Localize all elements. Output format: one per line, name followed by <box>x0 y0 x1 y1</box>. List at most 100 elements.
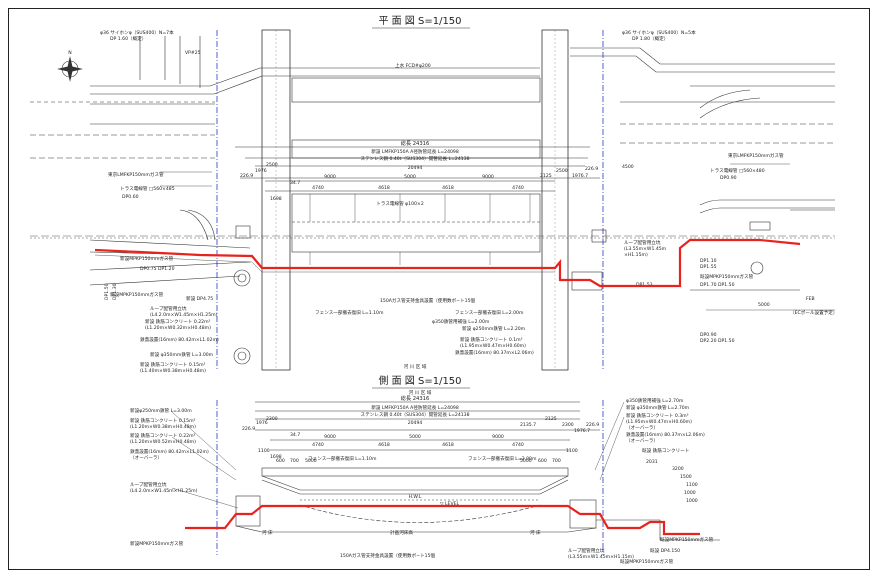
right-pier <box>541 29 569 371</box>
plan-deck-ticks <box>309 194 531 265</box>
right-dp-0: DP1.10 <box>700 258 717 264</box>
plan-span-20494: 20494 <box>408 165 423 171</box>
callout-right-5: ×H1.15m) <box>624 252 648 258</box>
left-note-5: (L1.20m×W0.32m×H0.48m) <box>145 325 211 331</box>
side-dim-left-2: 2300 <box>266 416 278 422</box>
side-main-pipe-label: 新設 LMFKP150A A径防管延長 L=24098 <box>371 404 459 411</box>
side-span-a: 9000 <box>324 434 336 440</box>
side-right-pit-0: ループ配管用立坑 <box>568 547 605 554</box>
plan-dimension-lines <box>235 146 600 192</box>
side-fence-left: フェンス一部撤去復旧 L=1.10m <box>308 455 377 462</box>
right-dim-4500: 4500 <box>622 164 634 170</box>
side-right-note-6: （オーバーラ） <box>626 438 658 444</box>
plan-fcd-pipe: 上水 FCD#φ200 <box>395 62 431 69</box>
left-note-4: 新設 鉄筋コンクリート 0.22m³ <box>145 318 211 325</box>
side-view: 側 面 図 S=1/150 河 川 区 域 総長 24316 新設 LMFKP1… <box>130 374 720 565</box>
side-left-pit-1: (L4.2.0m×W1.45m×H1.25m) <box>130 488 198 494</box>
side-right-dp: 既設 DP4.150 <box>650 547 680 554</box>
side-dim-left-3: 1698 <box>270 454 282 460</box>
side-left-note-2: (L1.20m×W0.38m×H0.48m) <box>130 424 196 430</box>
side-dimension-lines <box>255 401 600 451</box>
side-right-note-4: （オーバーラ） <box>626 425 658 431</box>
side-dim-left-4: 34.7 <box>290 432 300 438</box>
right-note-3: (L1.95m×W0.47m×H0.60m) <box>460 343 526 349</box>
side-left-notes: 新設φ250mm鉄管 L=3.00m 新設 鉄筋コンクリート 0.15m³ (L… <box>130 407 239 547</box>
side-span-2: 4618 <box>378 442 390 448</box>
section-lines-blue <box>216 30 604 370</box>
plan-fence-left: フェンス一部撤去復旧 L=1.10m <box>315 309 384 316</box>
right-note-0: φ350鉄管用補強 L=2.00m <box>432 318 490 325</box>
road-lines-upper-right <box>570 47 835 144</box>
side-right-dim-2: 1500 <box>680 474 692 480</box>
side-small-left-0: 1100 <box>258 448 270 454</box>
callout-left-0: 東京LMFKP150mmガス管 <box>108 171 164 178</box>
callout-left-4: DP0.75 DP1.20 <box>140 266 175 272</box>
side-left-note-0: 新設φ250mm鉄管 L=3.00m <box>130 407 192 414</box>
side-right-note-3: (L1.95m×W0.47m×H0.60m) <box>626 419 692 425</box>
side-right-notes: φ350鉄管用補強 L=2.70m 新設 φ350mm鉄管 L=2.70m 新設… <box>568 397 714 565</box>
plan-dim-left-2: 1976 <box>255 168 267 174</box>
left-note-0: 新設MPKP150mmガス管 <box>110 291 164 298</box>
left-note-3: (L4.2.0m×W1.45m×H1.25m) <box>150 312 218 318</box>
plan-right-notes: φ350鉄管用補強 L=2.00m 新設 φ250mm鉄管 L=2.20m 新設… <box>432 318 534 356</box>
right-note-1: 新設 φ250mm鉄管 L=2.20m <box>462 325 526 332</box>
side-dim-left-1: 1976 <box>256 420 268 426</box>
side-left-note-4: (L1.20m×W0.52m×H0.48m) <box>130 439 196 445</box>
side-span-20494: 20494 <box>408 420 423 426</box>
side-right-note-7: 既設 鉄筋コンクリート <box>642 447 689 454</box>
right-dp-b1: DP2.20 DP1.50 <box>700 338 735 344</box>
road-lines-upper-left <box>30 36 540 159</box>
right-dp-1: DP1.55 <box>700 264 717 270</box>
side-left-note-5: 鉄蓋設置(16mm) 80.42m×L1.02m) <box>130 448 209 455</box>
side-bottom-mid: 計画河床高 <box>390 529 413 536</box>
callout-right-1: トラス電線管 □560×480 <box>710 167 765 174</box>
plan-top-left-dp: DP 1.60（概定） <box>110 35 146 42</box>
side-left-note-6: （オーバーラ） <box>130 455 162 461</box>
right-dim-5000: 5000 <box>758 302 770 308</box>
side-dim-right-0: 2135.7 <box>520 422 536 428</box>
left-note-1: 新設 DP4.75 <box>186 295 213 302</box>
side-right-dim-5: 1000 <box>686 498 698 504</box>
right-note-2: 新設 鉄筋コンクリート 0.1m³ <box>460 336 523 343</box>
plan-dim-right-2: 2500 <box>556 168 568 174</box>
side-small-right-2: 700 <box>552 458 561 464</box>
side-span-b: 5000 <box>409 434 421 440</box>
callout-right-2: DP0.90 <box>720 175 737 181</box>
right-dp-b0: DP0.90 <box>700 332 717 338</box>
plan-span-1: 4740 <box>312 185 324 191</box>
plan-dim-left-5: 34.7 <box>290 180 300 186</box>
side-right-note-2: 新設 鉄筋コンクリート 0.3m³ <box>626 412 689 419</box>
side-bridge-structure <box>235 467 720 541</box>
side-right-pit-1: (L3.55m×W1.45m×H1.15m) <box>568 554 634 560</box>
side-section-lines-blue <box>216 400 604 555</box>
callout-left-2: DP0.60 <box>122 194 139 200</box>
callout-left-1: トラス電線管 □560×485 <box>120 185 175 192</box>
plan-dim-left-3: 2500 <box>266 162 278 168</box>
plan-dim-right-3: 1976.7 <box>572 173 588 179</box>
side-fence-right: フェンス一部撤去復旧 L=2.00m <box>468 455 537 462</box>
side-small-left-3: 5000 <box>305 458 317 464</box>
left-pier <box>261 29 291 371</box>
plan-fence-right: フェンス一部撤去復旧 L=2.00m <box>455 309 524 316</box>
side-small-right-3: 1100 <box>566 448 578 454</box>
plan-sleeve-label: ステンレス鋼 0.40t（SUS304）開管延長 L=24138 <box>360 155 469 162</box>
feb-label: FEB <box>806 296 815 302</box>
plan-dp-130-left: DP1.30 <box>112 283 118 300</box>
side-right-dim-4: 1000 <box>684 490 696 496</box>
left-note-8: 新設 鉄筋コンクリート 0.15m³ <box>140 361 206 368</box>
side-gas-pipe-route <box>185 504 700 536</box>
plan-left-notes: 新設MPKP150mmガス管 新設 DP4.75 ループ配管用立坑 (L4.2.… <box>110 291 219 374</box>
side-dim-right-1: 2125 <box>545 416 557 422</box>
side-right-dim-3: 1100 <box>686 482 698 488</box>
side-small-right-1: 600 <box>538 458 547 464</box>
left-note-2: ループ配管用立坑 <box>150 305 187 312</box>
sheet-frame <box>8 8 870 570</box>
side-dim-left-0: 226.9 <box>242 426 255 432</box>
callout-right-3: ループ配管用立坑 <box>624 239 661 246</box>
side-bottom-right: 河 床 <box>530 529 541 536</box>
plan-right-bank <box>571 199 835 291</box>
callout-left-3: 新設MPKP150mmガス管 <box>120 255 174 262</box>
side-bottom-left: 河 床 <box>262 529 273 536</box>
